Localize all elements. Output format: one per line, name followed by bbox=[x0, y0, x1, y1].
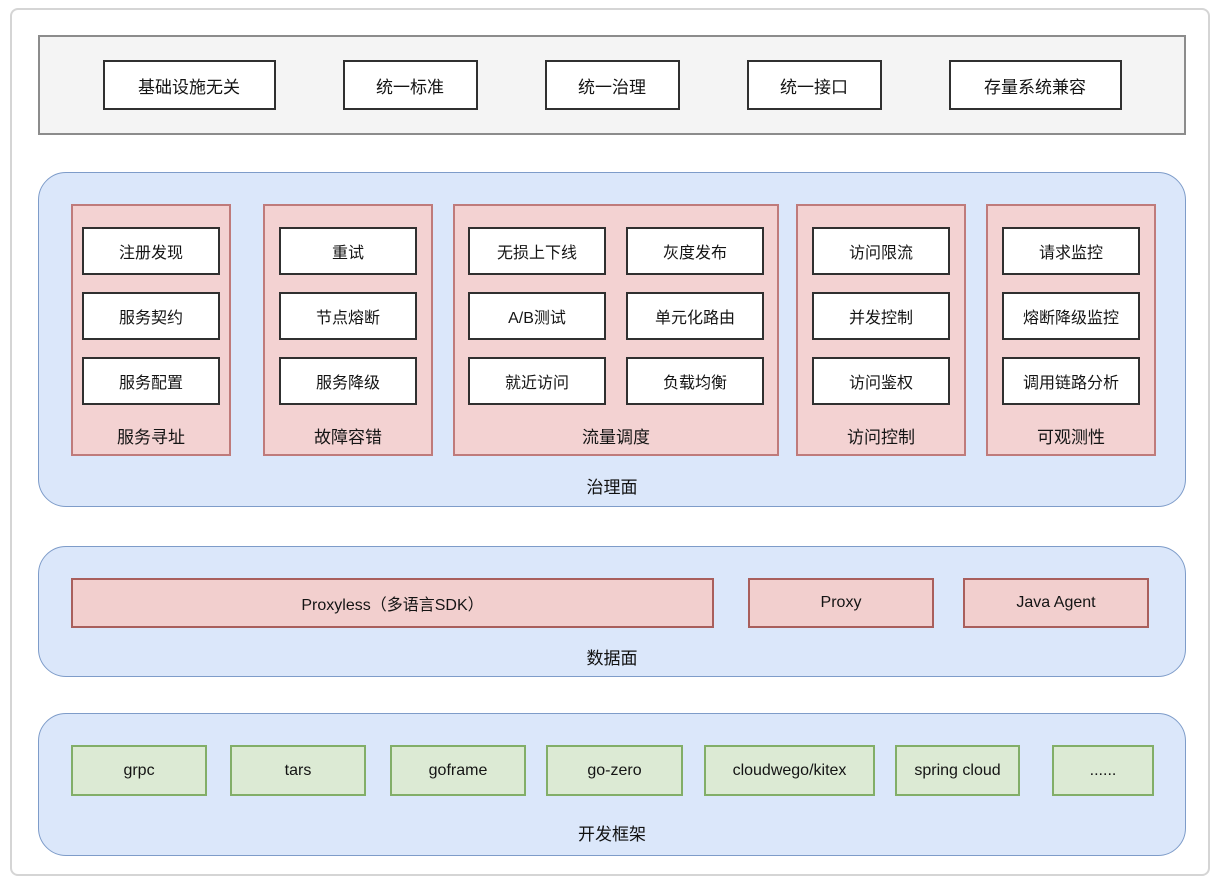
capability-box: 负载均衡 bbox=[626, 357, 764, 405]
capability-box: 并发控制 bbox=[812, 292, 950, 340]
section-fault-tolerance: 重试 节点熔断 服务降级 故障容错 bbox=[263, 204, 433, 456]
framework-box-goframe: goframe bbox=[390, 745, 526, 796]
section-label: 流量调度 bbox=[582, 428, 650, 447]
data-plane-box-java-agent: Java Agent bbox=[963, 578, 1149, 628]
data-plane: Proxyless（多语言SDK） Proxy Java Agent 数据面 bbox=[38, 546, 1186, 677]
capability-box: 节点熔断 bbox=[279, 292, 417, 340]
framework-box-tars: tars bbox=[230, 745, 366, 796]
capability-list: 请求监控 熔断降级监控 调用链路分析 bbox=[1002, 227, 1140, 405]
feature-box: 基础设施无关 bbox=[102, 60, 276, 110]
capability-box: A/B测试 bbox=[468, 292, 606, 340]
frameworks-plane-label: 开发框架 bbox=[578, 825, 646, 844]
features-panel: 基础设施无关 统一标准 统一治理 统一接口 存量系统兼容 bbox=[38, 35, 1186, 135]
capability-box: 单元化路由 bbox=[626, 292, 764, 340]
data-plane-label: 数据面 bbox=[586, 649, 638, 668]
framework-box-cloudwego-kitex: cloudwego/kitex bbox=[704, 745, 875, 796]
section-traffic-scheduling: 无损上下线 灰度发布 A/B测试 单元化路由 就近访问 负载均衡 流量调度 bbox=[453, 204, 779, 456]
capability-box: 请求监控 bbox=[1002, 227, 1140, 275]
data-plane-box-proxyless: Proxyless（多语言SDK） bbox=[71, 578, 714, 628]
feature-box: 统一标准 bbox=[342, 60, 478, 110]
capability-box: 调用链路分析 bbox=[1002, 357, 1140, 405]
framework-box-more: ...... bbox=[1052, 745, 1154, 796]
section-label: 访问控制 bbox=[847, 428, 915, 447]
feature-box: 统一接口 bbox=[746, 60, 882, 110]
capability-box: 访问鉴权 bbox=[812, 357, 950, 405]
capability-list: 重试 节点熔断 服务降级 bbox=[279, 227, 417, 405]
framework-box-go-zero: go-zero bbox=[546, 745, 683, 796]
framework-box-grpc: grpc bbox=[71, 745, 207, 796]
capability-list: 无损上下线 灰度发布 A/B测试 单元化路由 就近访问 负载均衡 bbox=[468, 227, 764, 405]
framework-box-spring-cloud: spring cloud bbox=[895, 745, 1020, 796]
feature-box: 存量系统兼容 bbox=[948, 60, 1122, 110]
governance-plane-label: 治理面 bbox=[586, 478, 638, 497]
frameworks-plane: grpc tars goframe go-zero cloudwego/kite… bbox=[38, 713, 1186, 856]
section-access-control: 访问限流 并发控制 访问鉴权 访问控制 bbox=[796, 204, 966, 456]
outer-frame bbox=[10, 8, 1210, 876]
capability-list: 访问限流 并发控制 访问鉴权 bbox=[812, 227, 950, 405]
data-plane-box-proxy: Proxy bbox=[748, 578, 934, 628]
data-plane-row: Proxyless（多语言SDK） Proxy Java Agent bbox=[71, 578, 1149, 628]
capability-box: 服务配置 bbox=[82, 357, 220, 405]
governance-sections-row: 注册发现 服务契约 服务配置 服务寻址 重试 节点熔断 服务降级 故障容错 无损… bbox=[71, 204, 1156, 456]
section-service-addressing: 注册发现 服务契约 服务配置 服务寻址 bbox=[71, 204, 231, 456]
section-observability: 请求监控 熔断降级监控 调用链路分析 可观测性 bbox=[986, 204, 1156, 456]
section-label: 可观测性 bbox=[1037, 428, 1105, 447]
feature-box: 统一治理 bbox=[544, 60, 680, 110]
capability-box: 无损上下线 bbox=[468, 227, 606, 275]
frameworks-row: grpc tars goframe go-zero cloudwego/kite… bbox=[71, 745, 1154, 796]
capability-box: 就近访问 bbox=[468, 357, 606, 405]
section-label: 故障容错 bbox=[314, 428, 382, 447]
capability-box: 灰度发布 bbox=[626, 227, 764, 275]
section-label: 服务寻址 bbox=[117, 428, 185, 447]
capability-box: 访问限流 bbox=[812, 227, 950, 275]
capability-box: 重试 bbox=[279, 227, 417, 275]
capability-box: 服务契约 bbox=[82, 292, 220, 340]
capability-box: 熔断降级监控 bbox=[1002, 292, 1140, 340]
capability-list: 注册发现 服务契约 服务配置 bbox=[82, 227, 220, 405]
governance-plane: 注册发现 服务契约 服务配置 服务寻址 重试 节点熔断 服务降级 故障容错 无损… bbox=[38, 172, 1186, 507]
capability-box: 服务降级 bbox=[279, 357, 417, 405]
capability-box: 注册发现 bbox=[82, 227, 220, 275]
